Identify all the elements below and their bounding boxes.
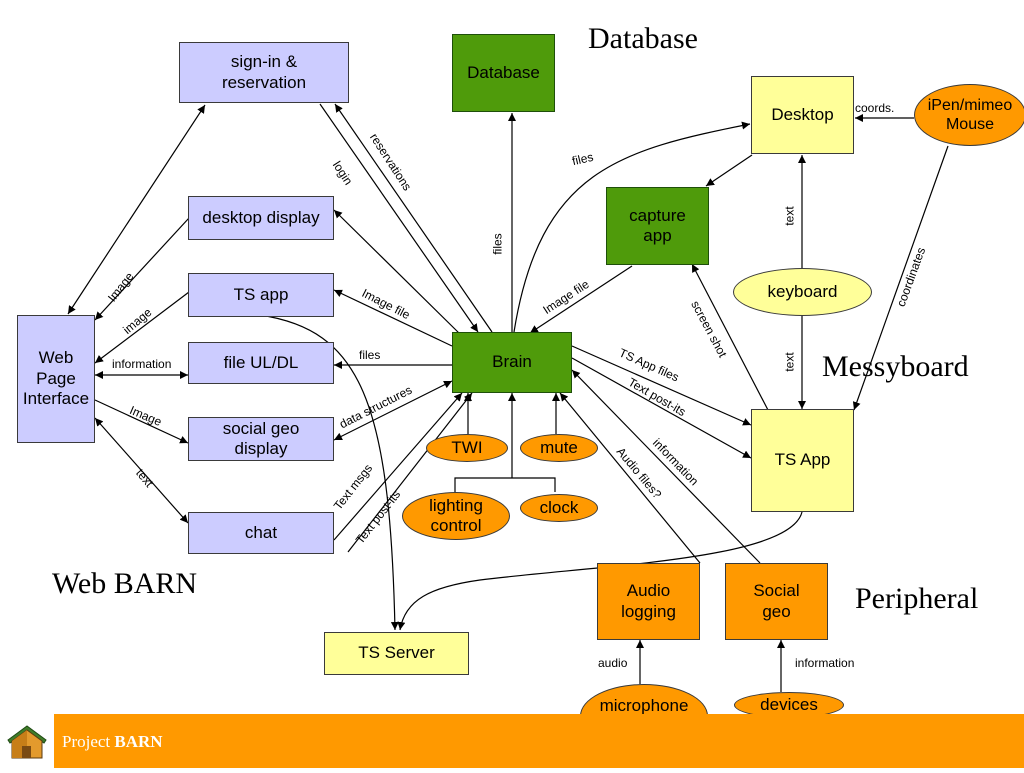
node-desktop-display-label: desktop display <box>202 207 320 227</box>
edge-label-information-devices: information <box>795 656 855 670</box>
edge-textpostits-brain <box>347 392 473 553</box>
edge-brain-desktop-files <box>513 121 751 333</box>
edge-label-audio: audio <box>598 656 628 670</box>
edge-label-coords: coords. <box>855 101 895 115</box>
edge-label-files-web: files <box>359 348 381 362</box>
node-database[interactable]: Database <box>452 34 555 112</box>
node-lighting-control[interactable]: lighting control <box>402 492 510 540</box>
footer-brand-name: BARN <box>114 732 163 751</box>
edge-desktop-capture <box>705 154 753 187</box>
edge-brain-signin-reservations <box>334 103 493 333</box>
footer-bar: Project BARN <box>0 714 1024 768</box>
logo-container <box>0 714 54 768</box>
node-lighting-control-label: lighting control <box>429 495 483 535</box>
node-twi[interactable]: TWI <box>426 434 508 462</box>
edge-label-text-tsapp: text <box>782 352 797 372</box>
node-capture-app[interactable]: capture app <box>606 187 709 265</box>
section-database-title: Database <box>588 22 698 55</box>
edge-brain-socialgeo <box>333 380 453 441</box>
node-audio-logging[interactable]: Audio logging <box>597 563 700 640</box>
edge-brain-desktopdisplay <box>333 209 463 337</box>
edge-label-information-web: information <box>112 357 172 371</box>
node-ts-app-web[interactable]: TS app <box>188 273 334 317</box>
edge-desktopdisplay-web <box>94 217 190 321</box>
node-social-geo-label: Social geo <box>753 581 800 621</box>
node-mute-label: mute <box>540 437 578 457</box>
edge-lighting-clock-bracket <box>454 477 556 492</box>
node-ts-app-web-label: TS app <box>233 284 289 304</box>
edge-chat-brain <box>333 392 463 541</box>
edge-tsapp-capture <box>691 263 769 411</box>
node-file-ul-dl[interactable]: file UL/DL <box>188 342 334 384</box>
node-brain-label: Brain <box>492 352 532 372</box>
edge-socialgeo-brain <box>571 369 761 564</box>
node-keyboard-label: keyboard <box>767 281 838 301</box>
node-devices-label: devices <box>760 694 818 714</box>
node-desktop[interactable]: Desktop <box>751 76 854 154</box>
node-clock[interactable]: clock <box>520 494 598 522</box>
node-desktop-display[interactable]: desktop display <box>188 196 334 240</box>
node-chat-label: chat <box>244 522 278 542</box>
node-ipen-mouse[interactable]: iPen/mimeo Mouse <box>914 84 1024 146</box>
node-file-ul-dl-label: file UL/DL <box>223 352 299 372</box>
edge-brain-tsapp-postits <box>571 357 752 459</box>
node-devices[interactable]: devices <box>734 692 844 718</box>
node-brain[interactable]: Brain <box>452 332 572 393</box>
edge-tsapp-web <box>94 291 190 364</box>
edge-tsapp-tsserver-2 <box>397 511 803 631</box>
edge-audiolog-brain <box>559 392 701 564</box>
node-signin-label: sign-in & reservation <box>221 52 307 92</box>
edge-web-signin-image <box>67 104 206 315</box>
edge-capture-brain <box>529 265 633 334</box>
node-chat[interactable]: chat <box>188 512 334 554</box>
edge-label-files-db: files <box>490 233 505 255</box>
node-capture-app-label: capture app <box>629 205 686 245</box>
house-icon <box>7 725 47 759</box>
footer-brand: Project BARN <box>62 732 163 752</box>
node-ipen-mouse-label: iPen/mimeo Mouse <box>927 96 1013 133</box>
edge-tsapp-tsserver <box>259 314 399 631</box>
node-mute[interactable]: mute <box>520 434 598 462</box>
edge-web-chat <box>94 417 189 524</box>
node-social-geo-display[interactable]: social geo display <box>188 417 334 461</box>
node-social-geo-display-label: social geo display <box>222 418 300 458</box>
edge-brain-tsapp <box>333 289 453 347</box>
node-web-page-interface-label: Web Page Interface <box>22 348 90 409</box>
section-web-barn-title: Web BARN <box>52 567 198 600</box>
node-ts-app-messy[interactable]: TS App <box>751 409 854 512</box>
node-desktop-label: Desktop <box>771 104 834 124</box>
node-clock-label: clock <box>539 497 579 517</box>
section-messyboard-title: Messyboard <box>822 350 969 383</box>
node-twi-label: TWI <box>451 437 483 457</box>
edge-brain-tsapp-files <box>571 345 752 426</box>
node-ts-app-messy-label: TS App <box>774 450 831 470</box>
node-signin-reservation[interactable]: sign-in & reservation <box>179 42 349 103</box>
node-ts-server-label: TS Server <box>358 643 435 663</box>
node-ts-server[interactable]: TS Server <box>324 632 469 675</box>
connector-layer <box>67 103 949 692</box>
edge-label-text-desktop: text <box>782 206 797 226</box>
node-keyboard[interactable]: keyboard <box>733 268 872 316</box>
edge-ipen-tsapp <box>852 145 949 411</box>
node-audio-logging-label: Audio logging <box>621 581 676 621</box>
footer-brand-prefix: Project <box>62 732 111 751</box>
section-peripheral-title: Peripheral <box>855 582 979 615</box>
node-database-label: Database <box>467 62 540 82</box>
node-social-geo[interactable]: Social geo <box>725 563 828 640</box>
edge-signin-brain-login <box>319 103 479 333</box>
node-web-page-interface[interactable]: Web Page Interface <box>17 315 95 443</box>
